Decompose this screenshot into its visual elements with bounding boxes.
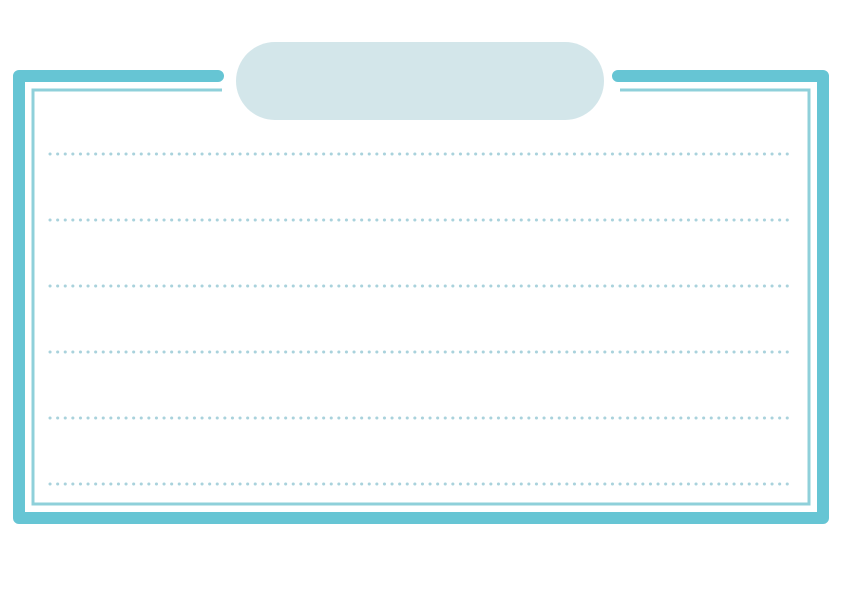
outer-frame-border [13,70,829,524]
title-pill [236,42,604,120]
outer-frame [13,70,829,524]
writing-lines [48,152,796,486]
inner-frame-border [31,88,811,506]
